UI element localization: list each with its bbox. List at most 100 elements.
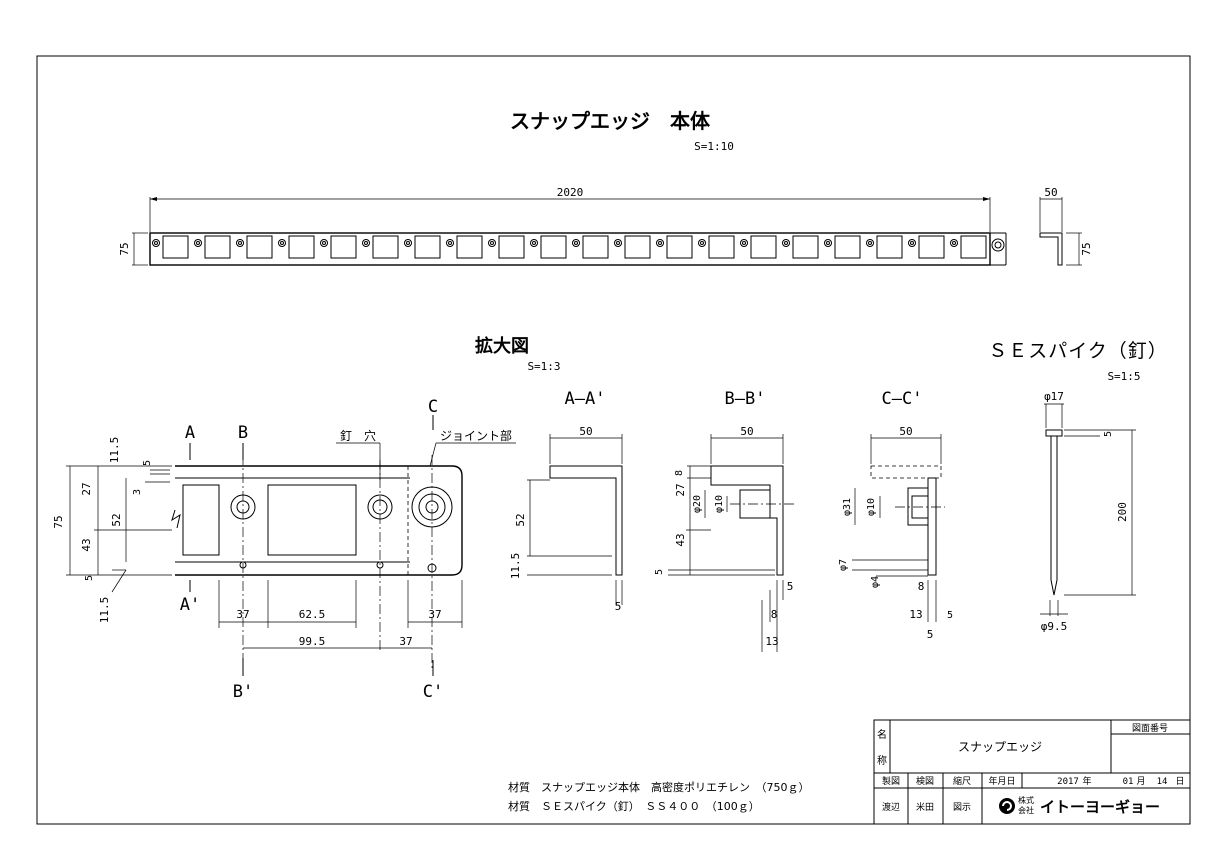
nail-hole-circle bbox=[866, 239, 874, 247]
spike-d9-5: φ9.5 bbox=[1041, 620, 1068, 633]
bb-d20: φ20 bbox=[692, 495, 703, 513]
bb-d13: 13 bbox=[765, 635, 778, 648]
nail-hole-inner bbox=[700, 241, 704, 245]
nail-hole-circle bbox=[446, 239, 454, 247]
bb-d43: 43 bbox=[674, 533, 687, 546]
panel-window bbox=[750, 235, 777, 259]
nail-hole-circle bbox=[572, 239, 580, 247]
nail-hole-inner bbox=[574, 241, 578, 245]
nail-hole-inner bbox=[154, 241, 158, 245]
aa-d52: 52 bbox=[514, 513, 527, 526]
date-year-unit: 年 bbox=[1082, 775, 1091, 787]
title-block: 名 称 スナップエッジ 図面番号 製図 検図 縮尺 年月日 2017 年 01 … bbox=[873, 719, 1191, 825]
material-line-1: 材質 スナップエッジ本体 高密度ポリエチレン （750ｇ） bbox=[508, 780, 810, 794]
bb-d5a: 5 bbox=[654, 569, 665, 575]
cc-d13: 13 bbox=[909, 608, 922, 621]
cc-d10: φ10 bbox=[866, 498, 877, 516]
panel-window bbox=[246, 235, 273, 259]
nail-hole-circle bbox=[698, 239, 706, 247]
panel-window bbox=[876, 235, 903, 259]
panel-window bbox=[540, 235, 567, 259]
panel-window bbox=[624, 235, 651, 259]
d-27: 27 bbox=[80, 482, 93, 495]
d-3: 3 bbox=[132, 489, 143, 495]
section-bb: B–B' 50 8 27 43 φ20 φ10 5 5 8 13 bbox=[654, 389, 795, 652]
company-logo-icon bbox=[999, 798, 1015, 814]
sec-a2-label: A' bbox=[180, 595, 200, 615]
drawing-number-label: 図面番号 bbox=[1132, 722, 1168, 734]
nail-hole-circle bbox=[362, 239, 370, 247]
main-scale: S=1:10 bbox=[694, 140, 734, 153]
d-62-5: 62.5 bbox=[299, 608, 326, 621]
sec-c-label: C bbox=[428, 397, 438, 417]
company-prefix-1: 株式 bbox=[1018, 795, 1034, 805]
nail-hole-inner bbox=[322, 241, 326, 245]
cc-d31: φ31 bbox=[842, 498, 853, 516]
date-month-unit: 月 bbox=[1136, 776, 1145, 787]
panel-window bbox=[162, 235, 189, 259]
cc-d7: φ7 bbox=[838, 559, 849, 571]
main-title: スナップエッジ 本体 bbox=[510, 109, 711, 133]
top-height-label: 75 bbox=[118, 242, 131, 255]
nail-hole-circle bbox=[950, 239, 958, 247]
panel-window bbox=[414, 235, 441, 259]
cc-d5s: 5 bbox=[947, 610, 953, 621]
detail-title: 拡大図 bbox=[475, 335, 529, 357]
d-99-5: 99.5 bbox=[299, 635, 326, 648]
nail-hole-circle bbox=[656, 239, 664, 247]
spike-d5: 5 bbox=[1103, 431, 1114, 437]
nail-hole-circle bbox=[824, 239, 832, 247]
nail-hole-inner bbox=[616, 241, 620, 245]
panel-window bbox=[456, 235, 483, 259]
sec-c2-label: C' bbox=[423, 682, 443, 702]
nail-hole-circle bbox=[782, 239, 790, 247]
scale-value: 図示 bbox=[953, 802, 971, 813]
nail-hole-circle bbox=[236, 239, 244, 247]
bb-d5b: 5 bbox=[787, 580, 794, 593]
section-bb-title: B–B' bbox=[725, 389, 766, 409]
d-37c: 37 bbox=[428, 608, 441, 621]
date-label: 年月日 bbox=[988, 775, 1015, 787]
joint-label: ジョイント部 bbox=[440, 428, 512, 443]
bb-width: 50 bbox=[740, 425, 753, 438]
nail-hole-circle bbox=[152, 239, 160, 247]
panel-window bbox=[834, 235, 861, 259]
scale-label: 縮尺 bbox=[953, 775, 971, 787]
nail-hole-inner bbox=[868, 241, 872, 245]
d-5a: 5 bbox=[142, 460, 153, 466]
nail-hole-circle bbox=[908, 239, 916, 247]
bb-d8b: 8 bbox=[771, 608, 778, 621]
nail-hole-circle bbox=[614, 239, 622, 247]
detail-scale: S=1:3 bbox=[527, 360, 560, 373]
section-cc: C–C' 50 φ31 φ10 φ7 φ4 8 13 5 5 bbox=[838, 389, 953, 641]
nail-hole-inner bbox=[826, 241, 830, 245]
company-prefix-2: 会社 bbox=[1018, 805, 1034, 815]
panel-window bbox=[204, 235, 231, 259]
side-width-label: 50 bbox=[1044, 186, 1057, 199]
top-length-label: 2020 bbox=[557, 186, 584, 199]
material-line-2: 材質 ＳＥスパイク（釘） ＳＳ４００ （100ｇ） bbox=[508, 799, 760, 813]
sec-a-label: A bbox=[185, 423, 195, 443]
checked-label: 検図 bbox=[916, 775, 934, 787]
d-43: 43 bbox=[80, 538, 93, 551]
aa-d11-5: 11.5 bbox=[509, 553, 522, 580]
nail-hole-inner bbox=[280, 241, 284, 245]
nail-hole-circle bbox=[740, 239, 748, 247]
nail-hole-inner bbox=[448, 241, 452, 245]
panel-window bbox=[792, 235, 819, 259]
nail-hole-inner bbox=[238, 241, 242, 245]
section-aa: A–A' 50 52 11.5 5 bbox=[509, 389, 623, 613]
bb-d10: φ10 bbox=[714, 495, 725, 513]
spike-d200: 200 bbox=[1116, 502, 1129, 522]
sec-b2-label: B' bbox=[233, 682, 253, 702]
d-11-5b: 11.5 bbox=[98, 597, 111, 624]
nail-hole-circle bbox=[194, 239, 202, 247]
panel-window bbox=[330, 235, 357, 259]
date-month: 01 bbox=[1123, 777, 1134, 787]
nail-hole-inner bbox=[490, 241, 494, 245]
nail-hole-circle bbox=[530, 239, 538, 247]
checked-by: 米田 bbox=[916, 801, 934, 813]
spike-d17: φ17 bbox=[1044, 390, 1064, 403]
nail-hole-inner bbox=[784, 241, 788, 245]
